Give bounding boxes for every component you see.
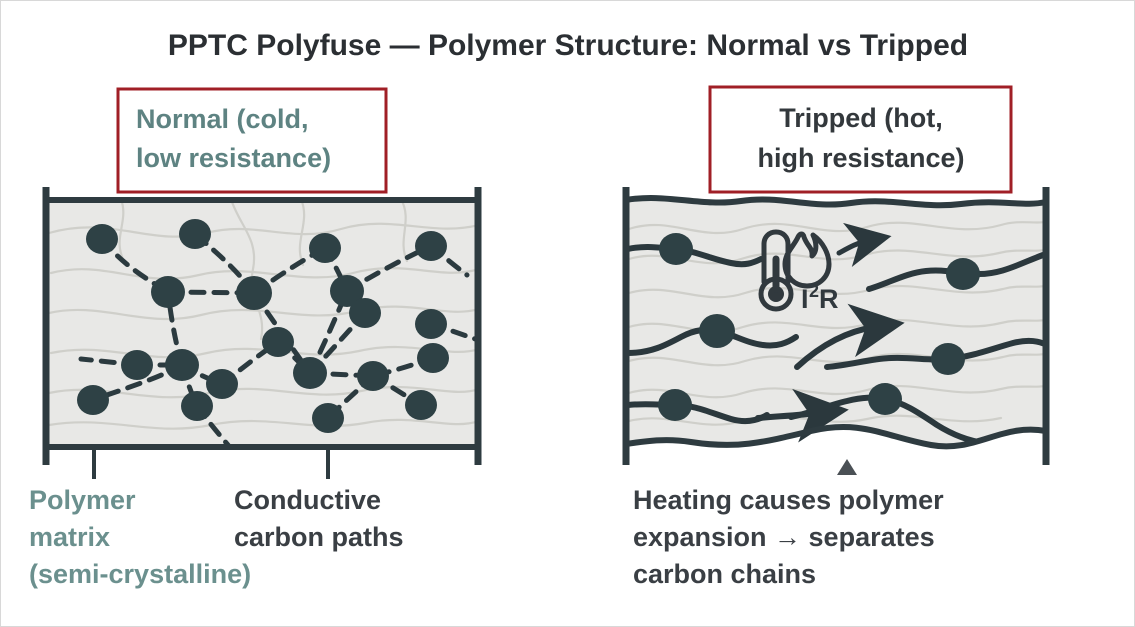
carbon-particle — [309, 233, 341, 263]
polymer-matrix-caption-line1: Polymer — [29, 485, 136, 515]
tripped-label-line2: high resistance) — [757, 143, 964, 173]
carbon-particle — [417, 343, 449, 373]
carbon-particle — [165, 349, 199, 381]
carbon-particle — [262, 327, 294, 357]
carbon-particle — [931, 343, 965, 375]
tripped-label-line1: Tripped (hot, — [779, 103, 942, 133]
flame-icon — [782, 231, 832, 289]
tripped-state-diagram: I 2 R — [622, 187, 1050, 475]
carbon-particle — [357, 361, 389, 391]
expansion-triangle-icon — [837, 459, 857, 475]
carbon-particle — [151, 276, 185, 308]
thermometer-icon — [758, 229, 794, 312]
polymer-matrix-caption-line3: (semi-crystalline) — [29, 559, 251, 589]
expansion-arrow-middle — [794, 303, 905, 370]
heat-formula-tail: R — [819, 284, 839, 314]
carbon-paths-caption-line2: carbon paths — [234, 522, 404, 552]
carbon-particles-right — [658, 233, 980, 421]
carbon-paths-caption-line1: Conductive — [234, 485, 381, 515]
carbon-particle — [699, 314, 735, 348]
carbon-particle — [415, 231, 447, 261]
carbon-particle — [659, 233, 693, 265]
normal-label-highlight-box — [116, 87, 388, 194]
top-electrode-plate-right — [625, 195, 1047, 209]
carbon-particle — [206, 369, 238, 399]
bottom-electrode-plate-right — [625, 424, 1047, 450]
heat-arrow-icon — [836, 222, 892, 267]
page-title: PPTC Polyfuse — Polymer Structure: Norma… — [168, 29, 968, 62]
carbon-particle — [946, 258, 980, 290]
polymer-matrix-caption-line2: matrix — [29, 522, 110, 552]
carbon-particle — [658, 389, 692, 421]
carbon-particle — [121, 350, 153, 380]
carbon-particle — [86, 224, 118, 254]
normal-state-diagram — [42, 187, 482, 479]
carbon-particle — [868, 383, 902, 415]
expansion-arrow-lower — [755, 388, 849, 443]
heat-formula-base: I — [801, 284, 809, 314]
tripped-caption-line2: expansion → separates — [633, 522, 935, 552]
carbon-particle — [405, 390, 437, 420]
carbon-particle — [330, 275, 364, 307]
carbon-particle — [179, 219, 211, 249]
carbon-particles-left — [77, 219, 449, 433]
normal-label-line2: low resistance) — [136, 143, 331, 173]
carbon-particle — [77, 385, 109, 415]
heat-formula-exponent: 2 — [809, 281, 819, 301]
carbon-particle — [181, 391, 213, 421]
carbon-particle — [349, 298, 381, 328]
carbon-particle — [236, 276, 272, 310]
normal-label-line1: Normal (cold, — [136, 104, 309, 134]
tripped-label-highlight-box — [708, 85, 1013, 194]
carbon-particle — [293, 357, 327, 389]
carbon-particle — [312, 403, 344, 433]
tripped-caption-line3: carbon chains — [633, 559, 816, 589]
carbon-particle — [415, 309, 447, 339]
tripped-caption-line1: Heating causes polymer — [633, 485, 944, 515]
